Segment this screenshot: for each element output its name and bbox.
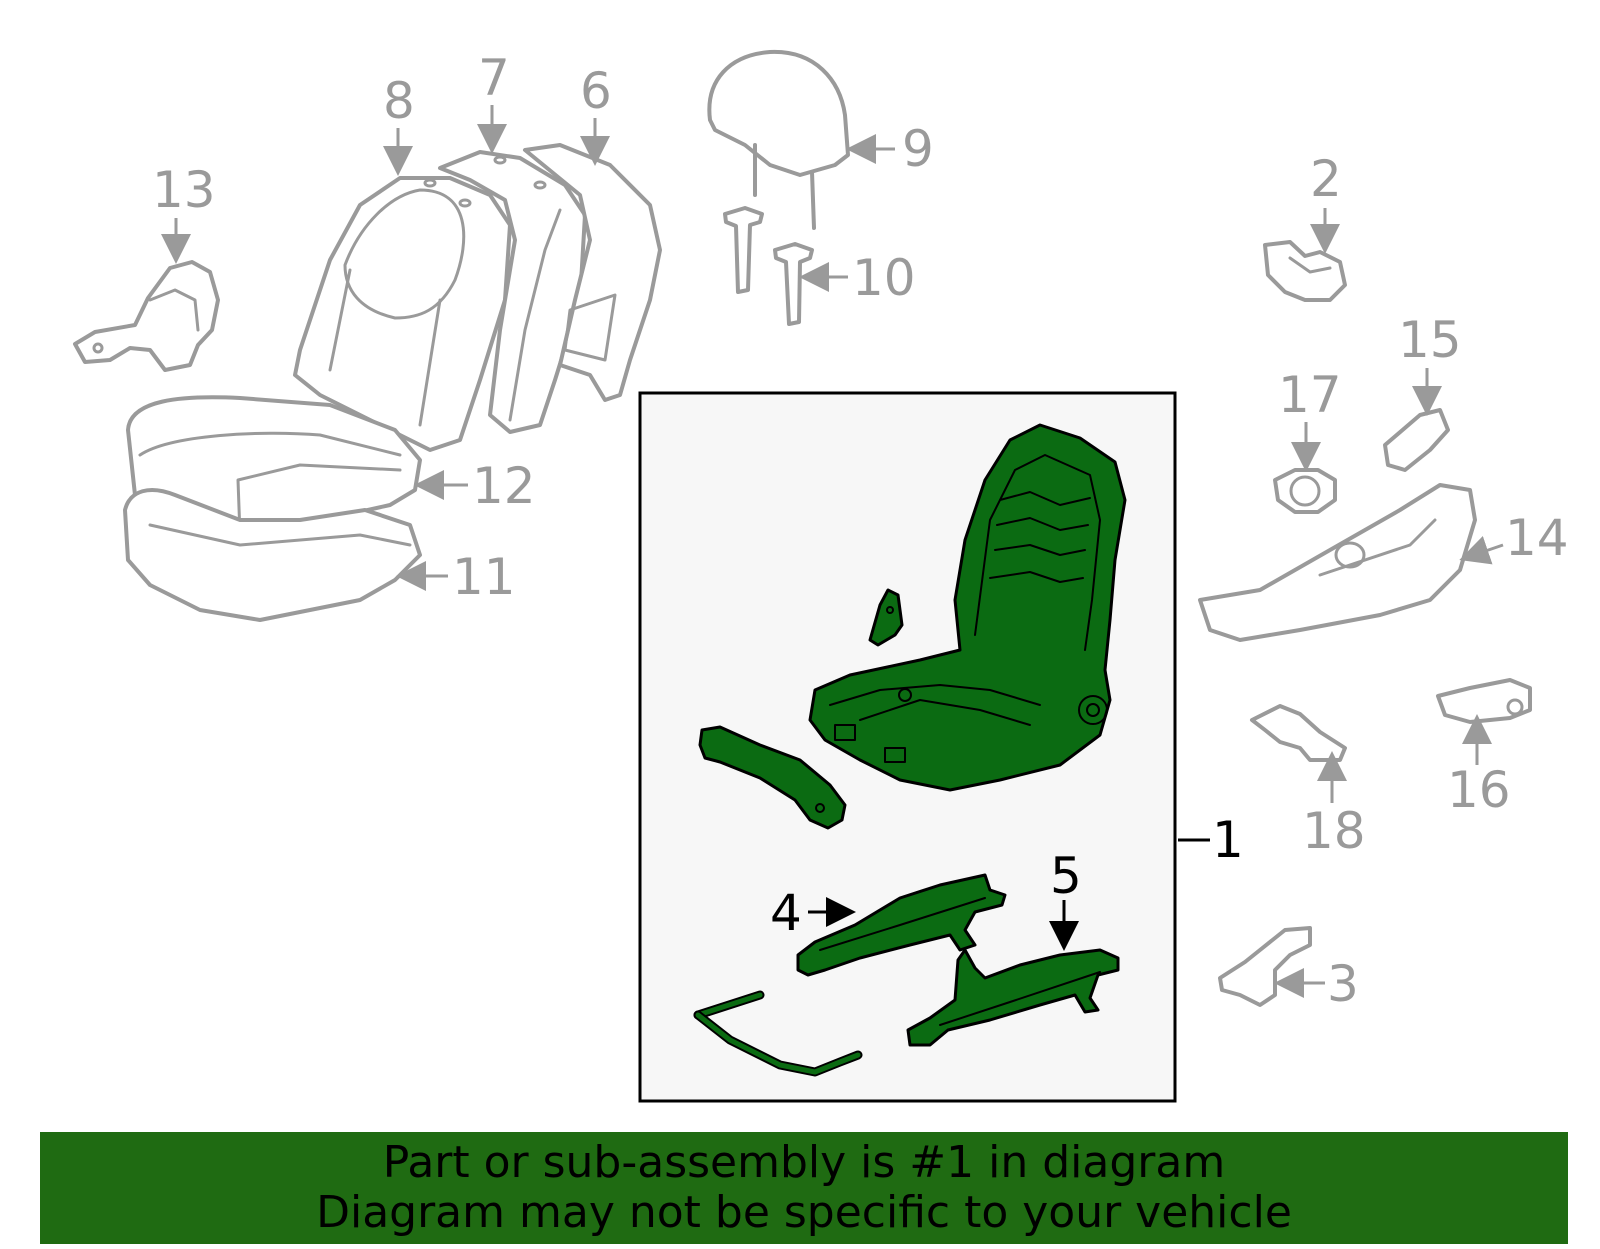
- part-3-cover: [1218, 926, 1312, 1007]
- callout-13: 13: [152, 161, 216, 219]
- part-8-seatback-cover: [293, 176, 512, 452]
- callout-6: 6: [580, 62, 612, 120]
- callout-14: 14: [1505, 509, 1569, 567]
- callout-11: 11: [452, 548, 516, 606]
- part-1-small-bracket: [868, 588, 904, 647]
- callout-4: 4: [770, 884, 802, 942]
- part-1-wire-rod: [693, 990, 863, 1077]
- callout-18: 18: [1302, 802, 1366, 860]
- part-15-knob: [1383, 408, 1450, 472]
- part-13-bracket: [73, 260, 220, 372]
- part-9-headrest: [707, 49, 850, 230]
- part-4-seat-track: [796, 873, 1007, 977]
- leader-lines: [161, 105, 1504, 998]
- part-12-seat-cushion-cover: [126, 395, 422, 537]
- part-5-seat-track: [906, 948, 1120, 1047]
- callout-16: 16: [1447, 761, 1511, 819]
- callout-2: 2: [1310, 150, 1342, 208]
- callout-7: 7: [478, 49, 510, 107]
- part-16-cover: [1436, 678, 1532, 724]
- part-17-knob: [1273, 468, 1337, 514]
- part-7-seatback-pad: [438, 150, 587, 434]
- banner-line-1: Part or sub-assembly is #1 in diagram: [382, 1137, 1226, 1188]
- callout-9: 9: [902, 120, 934, 178]
- part-14-side-shield: [1198, 483, 1477, 642]
- callout-10: 10: [852, 249, 916, 307]
- callout-15: 15: [1398, 311, 1462, 369]
- part-1-side-rail: [698, 725, 847, 830]
- part-11-seat-cushion-pad: [123, 488, 422, 622]
- callout-8: 8: [383, 72, 415, 130]
- part-18-bracket: [1250, 704, 1347, 762]
- info-banner: Part or sub-assembly is #1 in diagram Di…: [40, 1132, 1568, 1244]
- callout-17: 17: [1278, 366, 1342, 424]
- part-2-cover: [1263, 240, 1347, 302]
- part-1-seat-frame: [808, 423, 1127, 792]
- callout-12: 12: [472, 457, 536, 515]
- callout-labels: 1 2 3 4 5 6 7 8 9 10 11 12 13 14 15 16 1…: [152, 49, 1569, 1013]
- callout-3: 3: [1327, 955, 1359, 1013]
- banner-line-2: Diagram may not be specific to your vehi…: [316, 1187, 1292, 1238]
- part-10-headrest-guides: [723, 206, 814, 326]
- callout-1: 1: [1212, 811, 1244, 869]
- part-6-seatback-board: [523, 143, 662, 402]
- callout-5: 5: [1050, 847, 1082, 905]
